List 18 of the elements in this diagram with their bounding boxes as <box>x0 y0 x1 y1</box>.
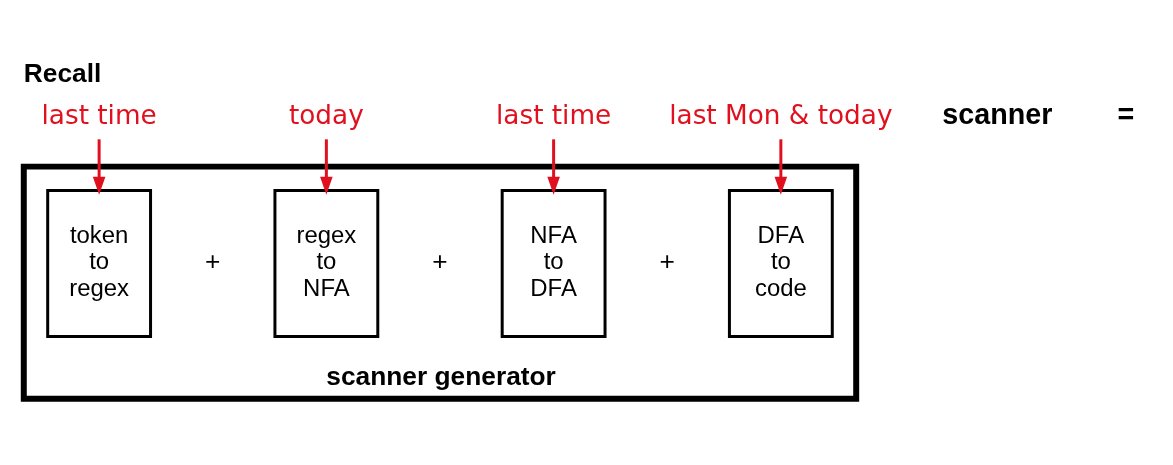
arrow <box>320 138 333 195</box>
label: = <box>1117 97 1135 130</box>
node-text: last Mon & today <box>669 99 893 130</box>
arrow <box>547 138 560 195</box>
node-text: today <box>288 99 364 130</box>
label: + <box>205 245 221 276</box>
arrow <box>774 138 788 195</box>
diagram-title: Recall <box>23 57 102 88</box>
node-text: last time <box>41 99 157 130</box>
node-text: last time <box>496 99 612 130</box>
node-box: regex to NFA <box>273 188 380 338</box>
label: scanner <box>942 97 1053 130</box>
label: + <box>659 245 675 276</box>
node-box: NFA to DFA <box>500 188 607 338</box>
label: + <box>432 245 448 276</box>
node-box: DFA to code <box>727 188 834 338</box>
node-box: token to regex <box>46 188 153 338</box>
arrow <box>92 138 106 195</box>
